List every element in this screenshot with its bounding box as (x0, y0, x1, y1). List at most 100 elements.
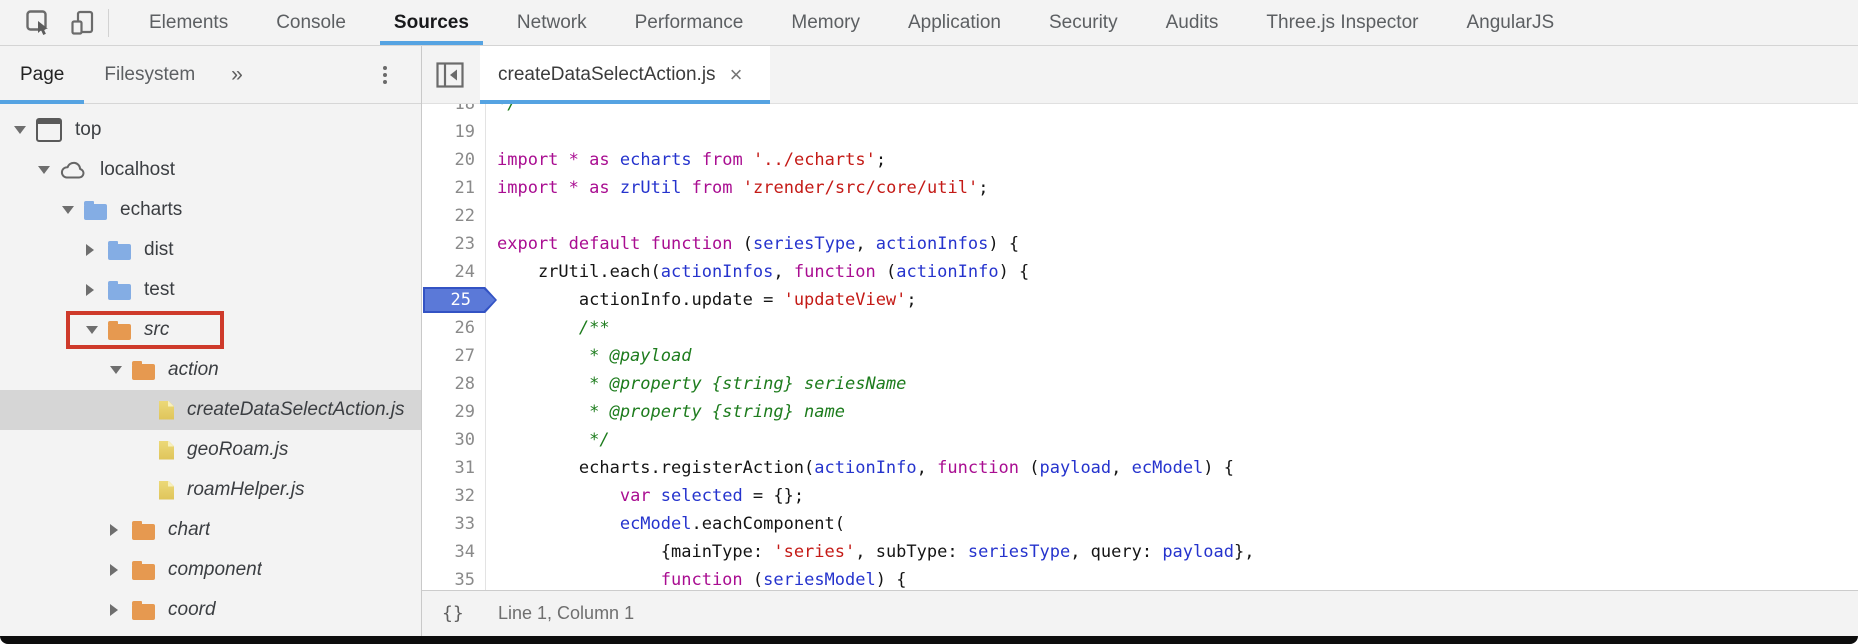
code-lines: 18 */ 19 20 import * as echarts from '../ech… (422, 104, 1858, 590)
navigator-menu-button[interactable] (375, 60, 395, 90)
toolbar-tab-angularjs[interactable]: AngularJS (1466, 11, 1555, 33)
code-text[interactable]: * @payload (497, 346, 692, 366)
line-number[interactable]: 32 (454, 486, 475, 506)
disclosure-triangle-icon[interactable] (38, 166, 50, 174)
tree-item-label: src (144, 319, 170, 340)
disclosure-triangle-icon[interactable] (86, 326, 98, 334)
tree-item-coord[interactable]: coord (0, 590, 421, 630)
disclosure-triangle-icon[interactable] (86, 284, 94, 296)
more-tabs-chevron-icon[interactable]: » (231, 62, 243, 86)
folder-icon (84, 200, 107, 220)
toolbar-tab-memory[interactable]: Memory (791, 11, 860, 33)
line-number[interactable]: 20 (454, 150, 475, 170)
code-text[interactable]: import * as zrUtil from 'zrender/src/cor… (497, 178, 989, 198)
device-toolbar-button[interactable] (61, 0, 106, 46)
code-text[interactable] (485, 118, 1858, 146)
devtools-tab-strip: Elements Console Sources Network Performance… (125, 0, 1578, 45)
navigator-tab-filesystem[interactable]: Filesystem (104, 63, 196, 85)
disclosure-triangle-icon[interactable] (14, 126, 26, 134)
disclosure-triangle-icon[interactable] (86, 244, 94, 256)
code-text[interactable] (485, 202, 1858, 230)
code-text[interactable]: * @property {string} name (497, 402, 845, 422)
line-number[interactable]: 29 (454, 402, 475, 422)
toolbar-tab-security[interactable]: Security (1048, 11, 1118, 33)
inspect-element-button[interactable] (16, 0, 61, 46)
hide-navigator-button[interactable] (422, 46, 480, 103)
code-line-21: 21 import * as zrUtil from 'zrender/src/c… (422, 174, 1858, 202)
disclosure-triangle-icon[interactable] (110, 366, 122, 374)
code-text[interactable]: import * as echarts from '../echarts'; (497, 150, 887, 170)
toolbar-tab-performance[interactable]: Performance (634, 11, 744, 33)
disclosure-triangle-icon[interactable] (62, 206, 74, 214)
line-number[interactable]: 19 (454, 122, 475, 142)
code-text[interactable]: echarts.registerAction(actionInfo, funct… (497, 458, 1235, 478)
source-viewer[interactable]: 18 */ 19 20 import * as echarts from '../ech… (422, 104, 1858, 590)
tree-item-label: action (168, 359, 219, 380)
folder-icon (132, 520, 155, 540)
line-number[interactable]: 28 (454, 374, 475, 394)
tree-item-label: geoRoam.js (187, 439, 289, 460)
code-text[interactable]: */ (497, 430, 610, 450)
code-text[interactable]: ecModel.eachComponent( (619, 514, 846, 534)
line-number[interactable]: 26 (454, 318, 475, 338)
pretty-print-button[interactable]: {} (442, 603, 464, 624)
code-text[interactable]: zrUtil.each(actionInfos, function (actio… (497, 262, 1030, 282)
editor-status-bar: {} Line 1, Column 1 (422, 590, 1858, 636)
line-number[interactable]: 21 (454, 178, 475, 198)
code-line-23: 23 export default function (seriesType, a… (422, 230, 1858, 258)
tree-item-roamhelper-js[interactable]: roamHelper.js (0, 470, 421, 510)
editor-tab-createdataselectaction[interactable]: createDataSelectAction.js × (480, 46, 771, 104)
line-number[interactable]: 23 (454, 234, 475, 254)
close-tab-icon[interactable]: × (729, 61, 743, 87)
tree-item-echarts[interactable]: echarts (0, 190, 421, 230)
line-number[interactable]: 34 (454, 542, 475, 562)
line-number[interactable]: 30 (454, 430, 475, 450)
toolbar-tab-elements[interactable]: Elements (149, 11, 229, 33)
tree-item-localhost[interactable]: localhost (0, 150, 421, 190)
line-number[interactable]: 31 (454, 458, 475, 478)
folder-icon (108, 240, 131, 260)
toolbar-tab-three-js-inspector[interactable]: Three.js Inspector (1266, 11, 1419, 33)
tree-item-dist[interactable]: dist (0, 230, 421, 270)
toolbar-tab-sources[interactable]: Sources (370, 0, 493, 45)
toolbar-tab-audits[interactable]: Audits (1165, 11, 1219, 33)
tree-item-createdataselectaction-js[interactable]: createDataSelectAction.js (0, 390, 421, 430)
line-number[interactable]: 24 (454, 262, 475, 282)
line-number[interactable]: 18 (454, 104, 475, 114)
folder-icon (132, 600, 155, 620)
line-number[interactable]: 33 (454, 514, 475, 534)
tree-item-georoam-js[interactable]: geoRoam.js (0, 430, 421, 470)
cursor-position-label: Line 1, Column 1 (498, 603, 635, 623)
code-text[interactable]: var selected = {}; (619, 486, 805, 506)
code-text[interactable]: {mainType: 'series', subType: seriesType… (497, 542, 1255, 562)
line-number[interactable]: 27 (454, 346, 475, 366)
disclosure-triangle-icon[interactable] (110, 564, 118, 576)
tree-item-src[interactable]: src (0, 310, 421, 350)
navigator-tab-page[interactable]: Page (0, 46, 85, 104)
disclosure-triangle-icon[interactable] (110, 524, 118, 536)
toolbar-tab-network[interactable]: Network (516, 11, 587, 33)
code-text[interactable]: /** (497, 318, 610, 338)
tree-item-component[interactable]: component (0, 550, 421, 590)
code-text[interactable]: export default function (seriesType, act… (497, 234, 1020, 254)
folder-icon (108, 320, 131, 340)
code-text[interactable]: actionInfo.update = 'updateView'; (497, 290, 917, 310)
tree-item-label: roamHelper.js (187, 479, 305, 500)
code-text[interactable]: * @property {string} seriesName (497, 374, 907, 394)
code-line-18: 18 */ (422, 104, 1858, 118)
tree-item-top[interactable]: top (0, 110, 421, 150)
tree-item-chart[interactable]: chart (0, 510, 421, 550)
tree-item-action[interactable]: action (0, 350, 421, 390)
tree-item-label: coord (168, 599, 216, 620)
line-number[interactable]: 35 (454, 570, 475, 590)
tree-item-test[interactable]: test (0, 270, 421, 310)
disclosure-triangle-icon[interactable] (110, 604, 118, 616)
toolbar-tab-console[interactable]: Console (276, 11, 346, 33)
active-line-number-flag[interactable]: 25 (422, 286, 497, 314)
code-text[interactable]: */ (497, 104, 518, 114)
folder-icon (108, 280, 131, 300)
code-text[interactable]: function (seriesModel) { (660, 570, 907, 590)
toolbar-tab-application[interactable]: Application (908, 11, 1001, 33)
line-number[interactable]: 22 (454, 206, 475, 226)
